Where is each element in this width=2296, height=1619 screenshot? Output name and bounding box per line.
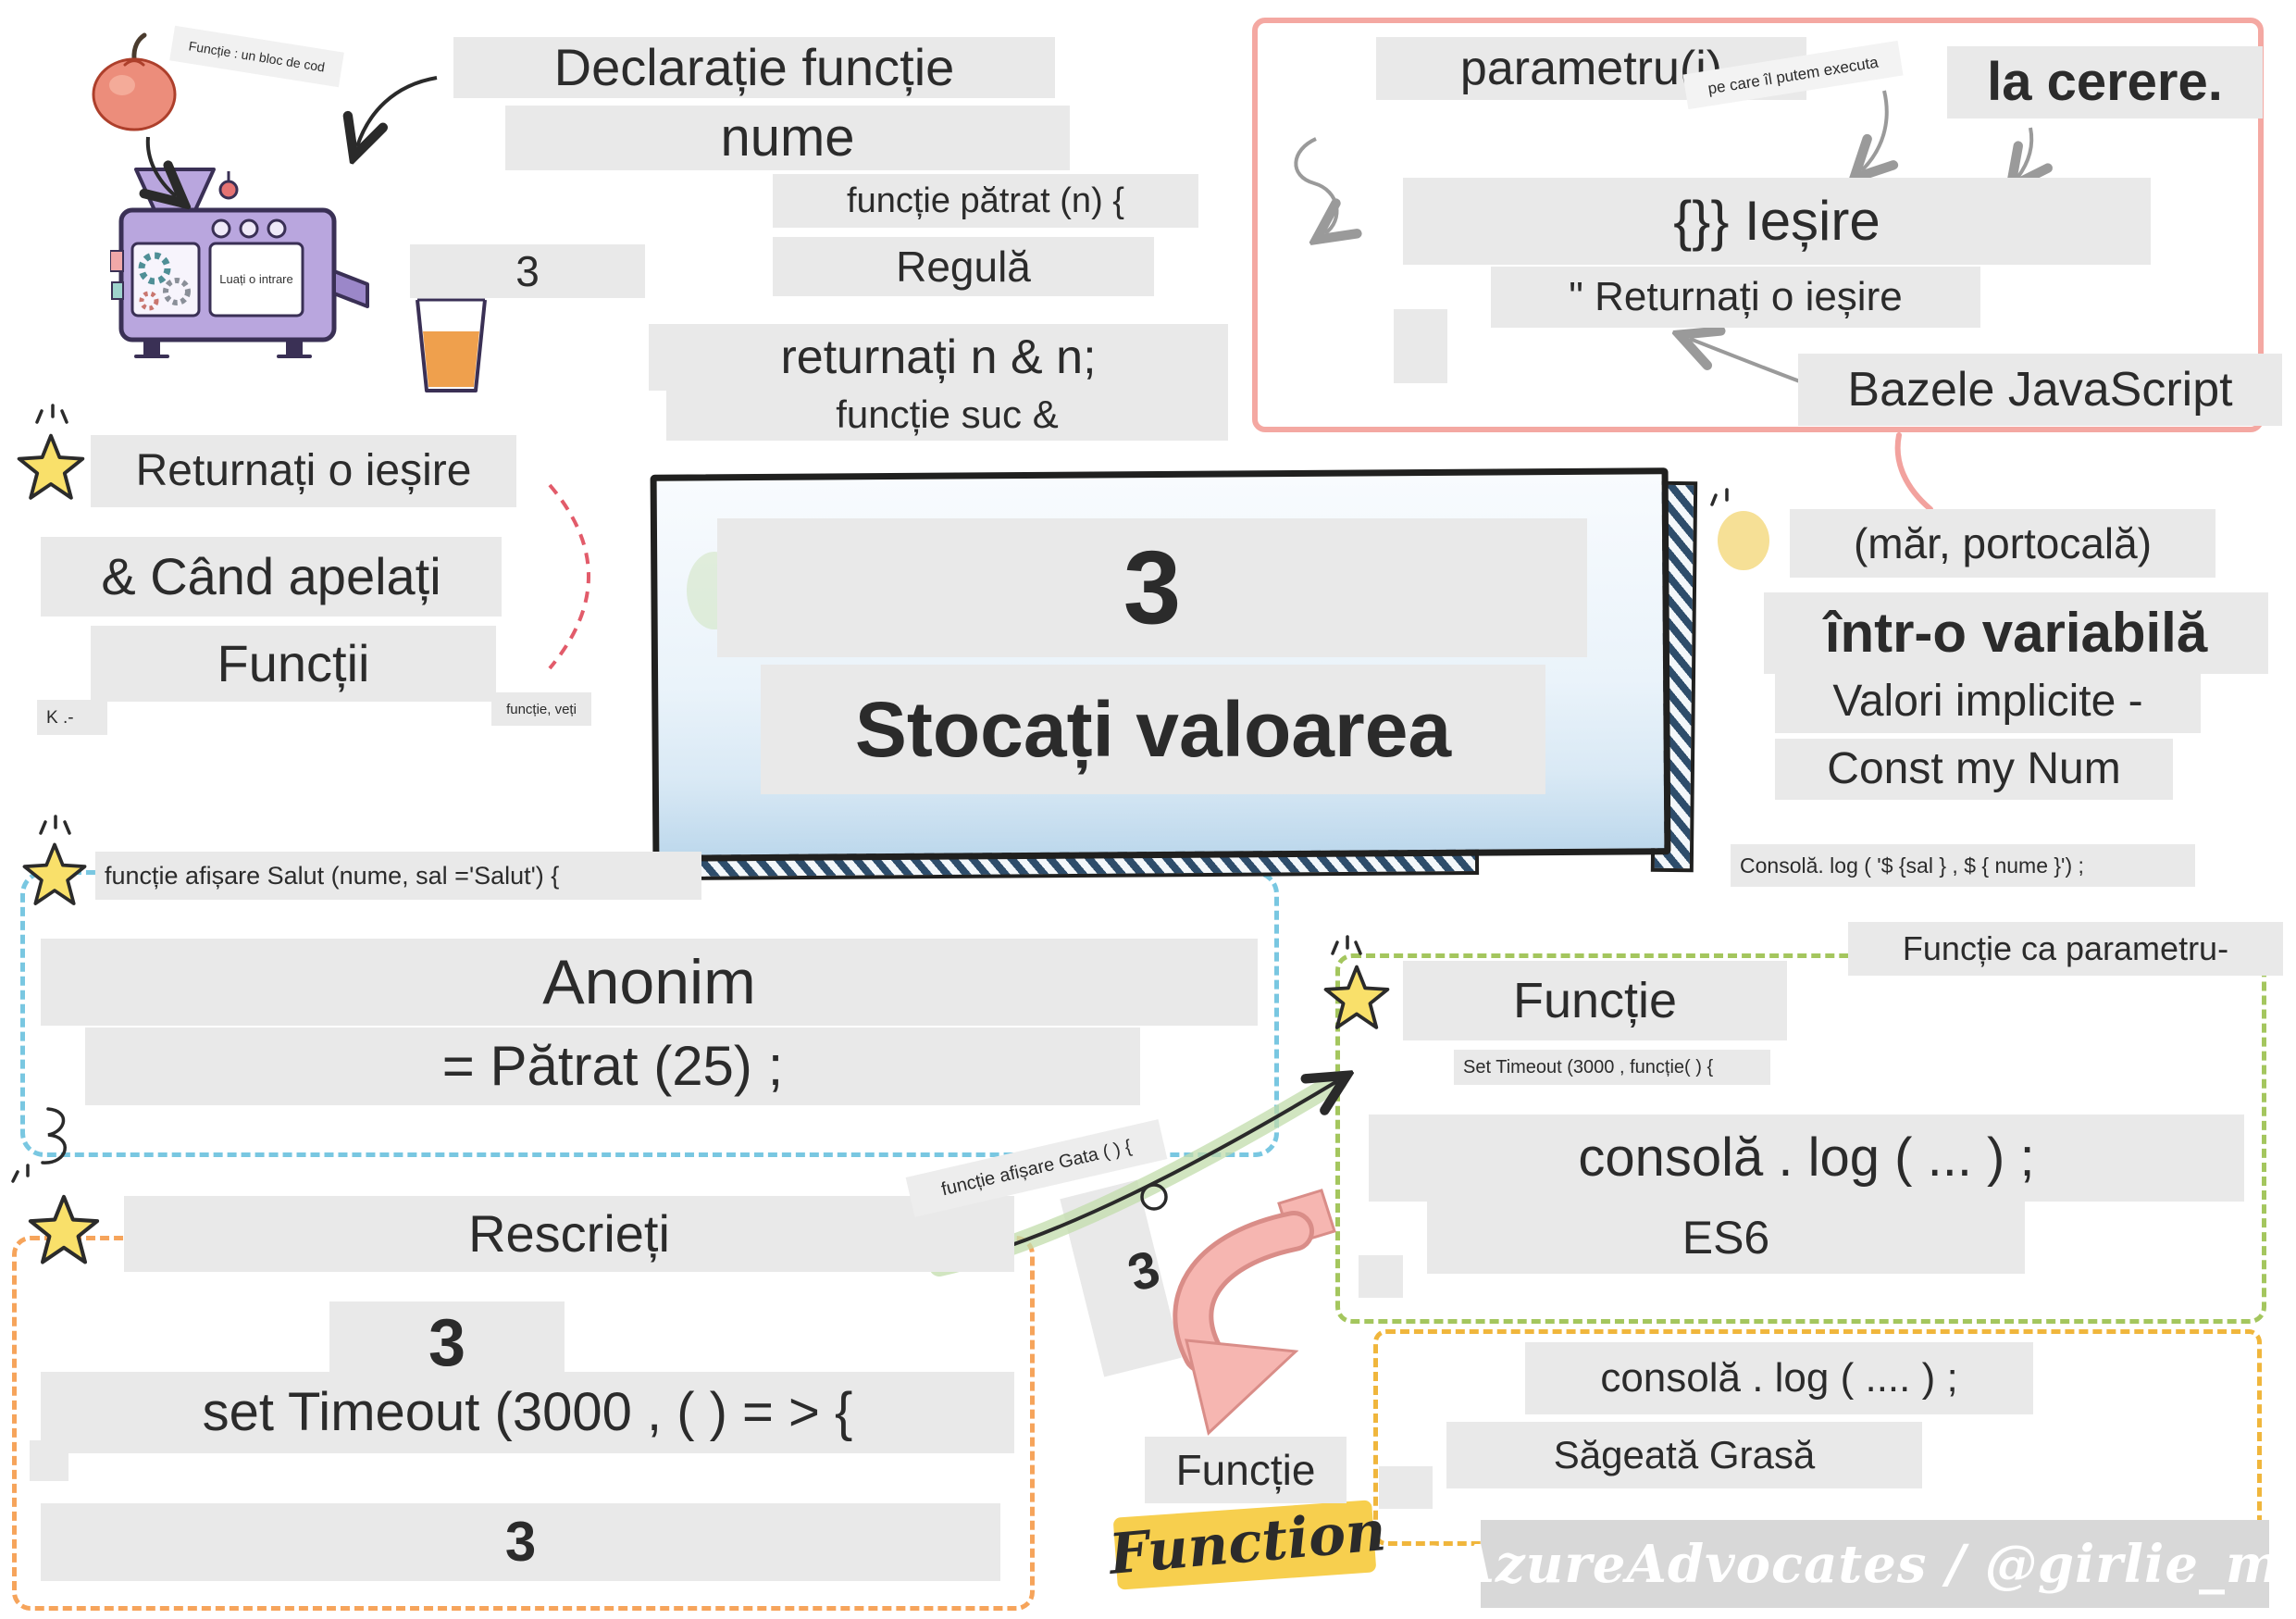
declaration-to-machine-arrow xyxy=(357,76,438,146)
function-block-note: Funcție : un bloc de cod xyxy=(169,25,344,88)
call-tiny-note: funcție, veți xyxy=(491,692,591,726)
output-label: {}} Ieșire xyxy=(1403,178,2151,265)
function-as-param-label: Funcție ca parametru- xyxy=(1848,922,2283,976)
star-icon xyxy=(22,842,87,905)
function-ro-label: Funcție xyxy=(1145,1437,1347,1503)
declaration-code-square: funcție pătrat (n) { xyxy=(773,174,1198,228)
declaration-rule: Regulă xyxy=(773,237,1154,296)
rewrite-three-a: 3 xyxy=(329,1301,565,1385)
anonymous-title: Anonim xyxy=(41,939,1258,1026)
declaration-title: Declarație funcție xyxy=(453,37,1055,98)
basics-panel xyxy=(1252,18,2264,432)
return-output-label: " Returnați o ieșire xyxy=(1491,267,1980,328)
rewrite-three-b: 3 xyxy=(41,1503,1000,1581)
scribble-bar xyxy=(1394,309,1447,383)
machine-screen xyxy=(208,242,304,318)
variable-console-line: Consolă. log ( '$ {sal } , $ { nume }') … xyxy=(1731,844,2195,887)
rewrite-set-timeout: set Timeout (3000 , ( ) = > { xyxy=(41,1372,1014,1453)
call-functions: Funcții xyxy=(91,626,496,702)
callback-es6: ES6 xyxy=(1427,1202,2025,1274)
store-caption: Stocați valoarea xyxy=(761,665,1545,794)
call-when-you-call: & Când apelați xyxy=(41,537,502,616)
machine-output-chute xyxy=(332,269,369,308)
machine-red-button xyxy=(218,180,239,200)
declaration-code-return: returnați n & n; xyxy=(649,324,1228,391)
scribble-bar xyxy=(1359,1255,1403,1298)
variable-in-variable: într-o variabilă xyxy=(1764,592,2268,674)
star-icon xyxy=(28,1194,100,1264)
store-number: 3 xyxy=(717,518,1587,657)
callback-console-line: consolă . log ( ... ) ; xyxy=(1369,1115,2244,1202)
arrow-fn-fat-arrow: Săgeată Grasă xyxy=(1446,1422,1922,1488)
variable-defaults: Valori implicite - xyxy=(1775,670,2201,733)
anonymous-square-call: = Pătrat (25) ; xyxy=(85,1027,1140,1105)
juice-glass-icon xyxy=(416,298,487,392)
gear-icon xyxy=(138,252,171,285)
pink-arrow-outline xyxy=(1173,1211,1314,1374)
machine-screen-label: Luați o intrare xyxy=(219,272,293,286)
credit-line: @AzureAdvocates / @girlie_mac xyxy=(1401,1520,2296,1608)
function-machine-illustration: Luați o intrare xyxy=(110,168,369,358)
apple-icon xyxy=(92,32,177,131)
callback-set-timeout: Set Timeout (3000 , funcție( ) { xyxy=(1454,1050,1770,1085)
arrow-fn-console-line: consolă . log ( .... ) ; xyxy=(1525,1342,2033,1414)
yellow-blob xyxy=(1718,511,1769,570)
star-icon xyxy=(1323,965,1390,1029)
call-return-output: Returnați o ieșire xyxy=(91,435,516,507)
rewrite-title: Rescrieți xyxy=(124,1196,1014,1272)
declaration-code-juice: funcție suc & xyxy=(666,389,1228,441)
red-dashed-arc xyxy=(548,483,590,670)
machine-input-value: 3 xyxy=(410,244,645,298)
on-demand-label: la cerere. xyxy=(1947,46,2263,118)
variable-args: (măr, portocală) xyxy=(1790,509,2215,578)
variable-const-line: Const my Num xyxy=(1775,739,2173,800)
star-icon xyxy=(17,433,85,500)
pink-arrow-tab xyxy=(1277,1189,1336,1246)
gear-icon xyxy=(139,291,159,311)
machine-funnel xyxy=(134,168,216,212)
pink-connector-line xyxy=(1894,432,1933,512)
declaration-name: nume xyxy=(505,106,1070,170)
gear-icon xyxy=(163,278,191,305)
function-en-label: Function xyxy=(1106,1499,1389,1588)
callback-title: Funcție xyxy=(1403,961,1787,1040)
call-tiny-k: K .- xyxy=(37,700,107,735)
javascript-basics-label: Bazele JavaScript xyxy=(1798,354,2282,426)
scribble-bar xyxy=(1379,1466,1433,1509)
anonymous-code: funcție afișare Salut (nume, sal ='Salut… xyxy=(95,852,701,900)
arrow-loop xyxy=(1140,1183,1168,1211)
pink-arrow-head xyxy=(1185,1339,1299,1436)
pink-arrow-band xyxy=(1177,1215,1309,1369)
machine-gear-window xyxy=(130,242,201,318)
